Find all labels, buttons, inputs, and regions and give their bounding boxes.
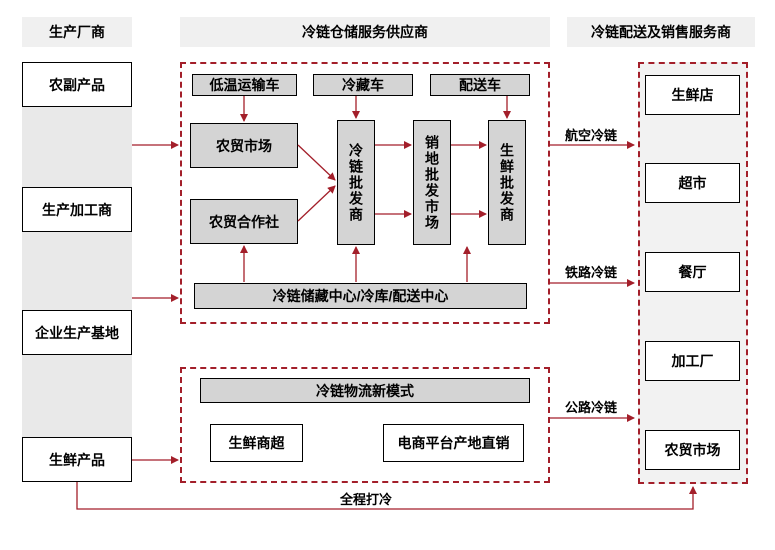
- ecommerce-direct-sales: 电商平台产地直销: [383, 424, 524, 462]
- whole-process-label: 全程打冷: [340, 492, 393, 507]
- producer-agri-products: 农副产品: [22, 62, 132, 107]
- farmers-cooperative: 农贸合作社: [190, 199, 298, 244]
- fresh-supermarket: 生鲜商超: [210, 424, 303, 462]
- vehicle-delivery-truck: 配送车: [430, 74, 530, 96]
- transport-road: 公路冷链: [565, 400, 618, 415]
- producer-fresh-products: 生鲜产品: [22, 437, 132, 482]
- vehicle-low-temp-truck: 低温运输车: [192, 74, 297, 96]
- retailer-processing-plant: 加工厂: [645, 341, 740, 381]
- producer-processor: 生产加工商: [22, 187, 132, 232]
- retailer-fresh-shop: 生鲜店: [645, 75, 740, 115]
- cold-storage-group: [180, 62, 550, 324]
- transport-rail: 铁路冷链: [565, 265, 618, 280]
- farmers-market: 农贸市场: [190, 123, 298, 168]
- producers-column: [22, 62, 132, 482]
- fresh-wholesaler: 生鲜批发商: [488, 120, 526, 245]
- storage-center: 冷链储藏中心/冷库/配送中心: [194, 283, 527, 309]
- header-distribution-sales: 冷链配送及销售服务商: [567, 17, 755, 47]
- cold-chain-wholesaler: 冷链批发商: [337, 120, 375, 245]
- transport-air: 航空冷链: [565, 128, 618, 143]
- retailer-farmers-market: 农贸市场: [645, 430, 740, 470]
- retailer-supermarket: 超市: [645, 163, 740, 203]
- header-producers: 生产厂商: [22, 17, 132, 47]
- retailer-restaurant: 餐厅: [645, 252, 740, 292]
- new-model-title: 冷链物流新模式: [200, 378, 530, 403]
- header-cold-storage-providers: 冷链仓储服务供应商: [180, 17, 550, 47]
- vehicle-refrigerated-truck: 冷藏车: [313, 74, 413, 96]
- destination-wholesale-market: 销地批发市场: [413, 120, 451, 245]
- producer-enterprise-base: 企业生产基地: [22, 310, 132, 355]
